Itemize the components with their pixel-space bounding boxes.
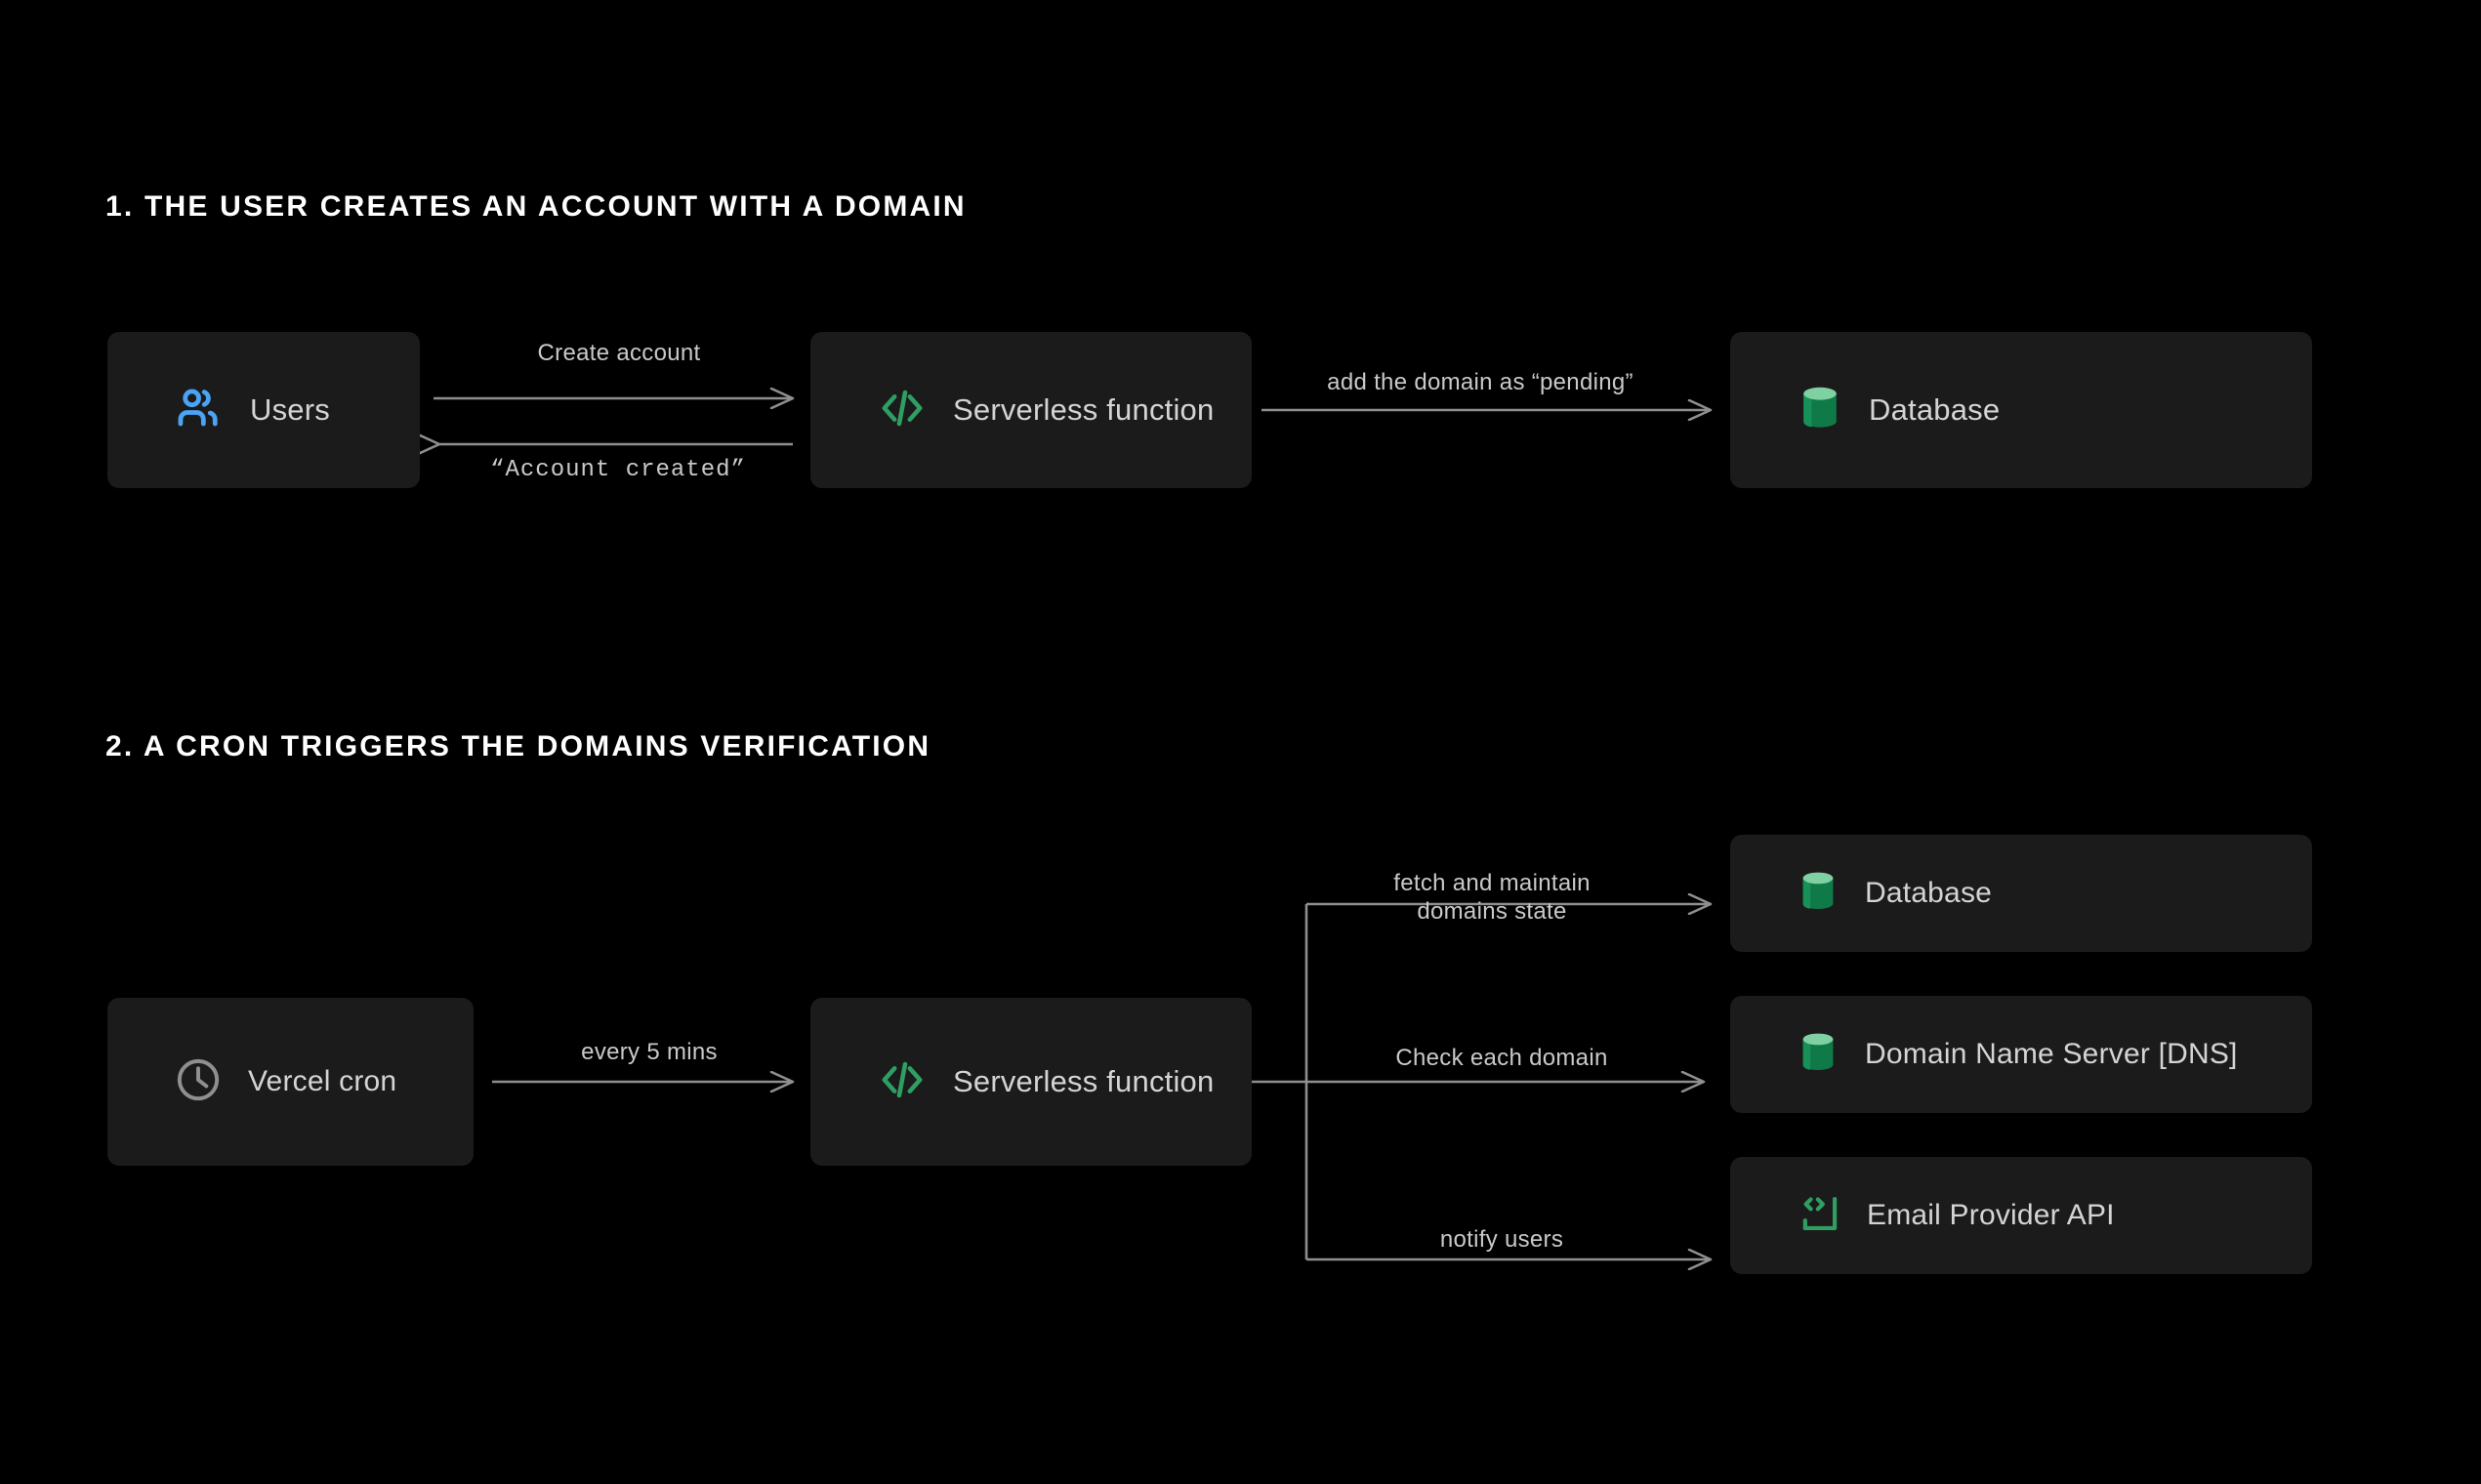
edge-label-add-domain-pending: add the domain as “pending” bbox=[1327, 369, 1633, 395]
edge-label-check-each-domain: Check each domain bbox=[1395, 1045, 1608, 1071]
database-icon bbox=[1797, 383, 1843, 438]
database-icon bbox=[1797, 1029, 1840, 1081]
users-icon bbox=[174, 383, 225, 438]
edge-label-fetch-and-maintain-domains-state: fetch and maintain domains state bbox=[1393, 870, 1591, 926]
code-icon bbox=[877, 383, 928, 438]
node-domain-name-server-label: Domain Name Server [DNS] bbox=[1865, 1038, 2238, 1070]
node-serverless-function-1[interactable]: Serverless function bbox=[810, 332, 1252, 488]
node-email-provider-api[interactable]: Email Provider API bbox=[1730, 1157, 2312, 1274]
node-database-1-label: Database bbox=[1869, 392, 2001, 427]
edge-label-every-5-mins: every 5 mins bbox=[581, 1039, 718, 1065]
node-database-2-label: Database bbox=[1865, 877, 1993, 909]
section-2-heading: 2. A CRON TRIGGERS THE DOMAINS VERIFICAT… bbox=[105, 730, 931, 763]
node-serverless-function-1-label: Serverless function bbox=[953, 392, 1215, 427]
node-database-2[interactable]: Database bbox=[1730, 835, 2312, 952]
code-icon bbox=[877, 1054, 928, 1110]
node-vercel-cron[interactable]: Vercel cron bbox=[107, 998, 474, 1166]
node-email-provider-api-label: Email Provider API bbox=[1867, 1199, 2115, 1231]
node-users[interactable]: Users bbox=[107, 332, 420, 488]
node-serverless-function-2-label: Serverless function bbox=[953, 1064, 1215, 1098]
node-domain-name-server[interactable]: Domain Name Server [DNS] bbox=[1730, 996, 2312, 1113]
node-users-label: Users bbox=[250, 392, 330, 427]
node-serverless-function-2[interactable]: Serverless function bbox=[810, 998, 1252, 1166]
node-vercel-cron-label: Vercel cron bbox=[248, 1065, 397, 1097]
api-icon bbox=[1797, 1191, 1841, 1241]
edge-label-create-account: Create account bbox=[537, 340, 701, 366]
edge-label-account-created: “Account created” bbox=[490, 457, 746, 483]
database-icon bbox=[1797, 868, 1840, 920]
clock-icon bbox=[174, 1055, 223, 1109]
section-1-heading: 1. THE USER CREATES AN ACCOUNT WITH A DO… bbox=[105, 190, 967, 223]
node-database-1[interactable]: Database bbox=[1730, 332, 2312, 488]
edge-label-notify-users: notify users bbox=[1439, 1226, 1564, 1253]
